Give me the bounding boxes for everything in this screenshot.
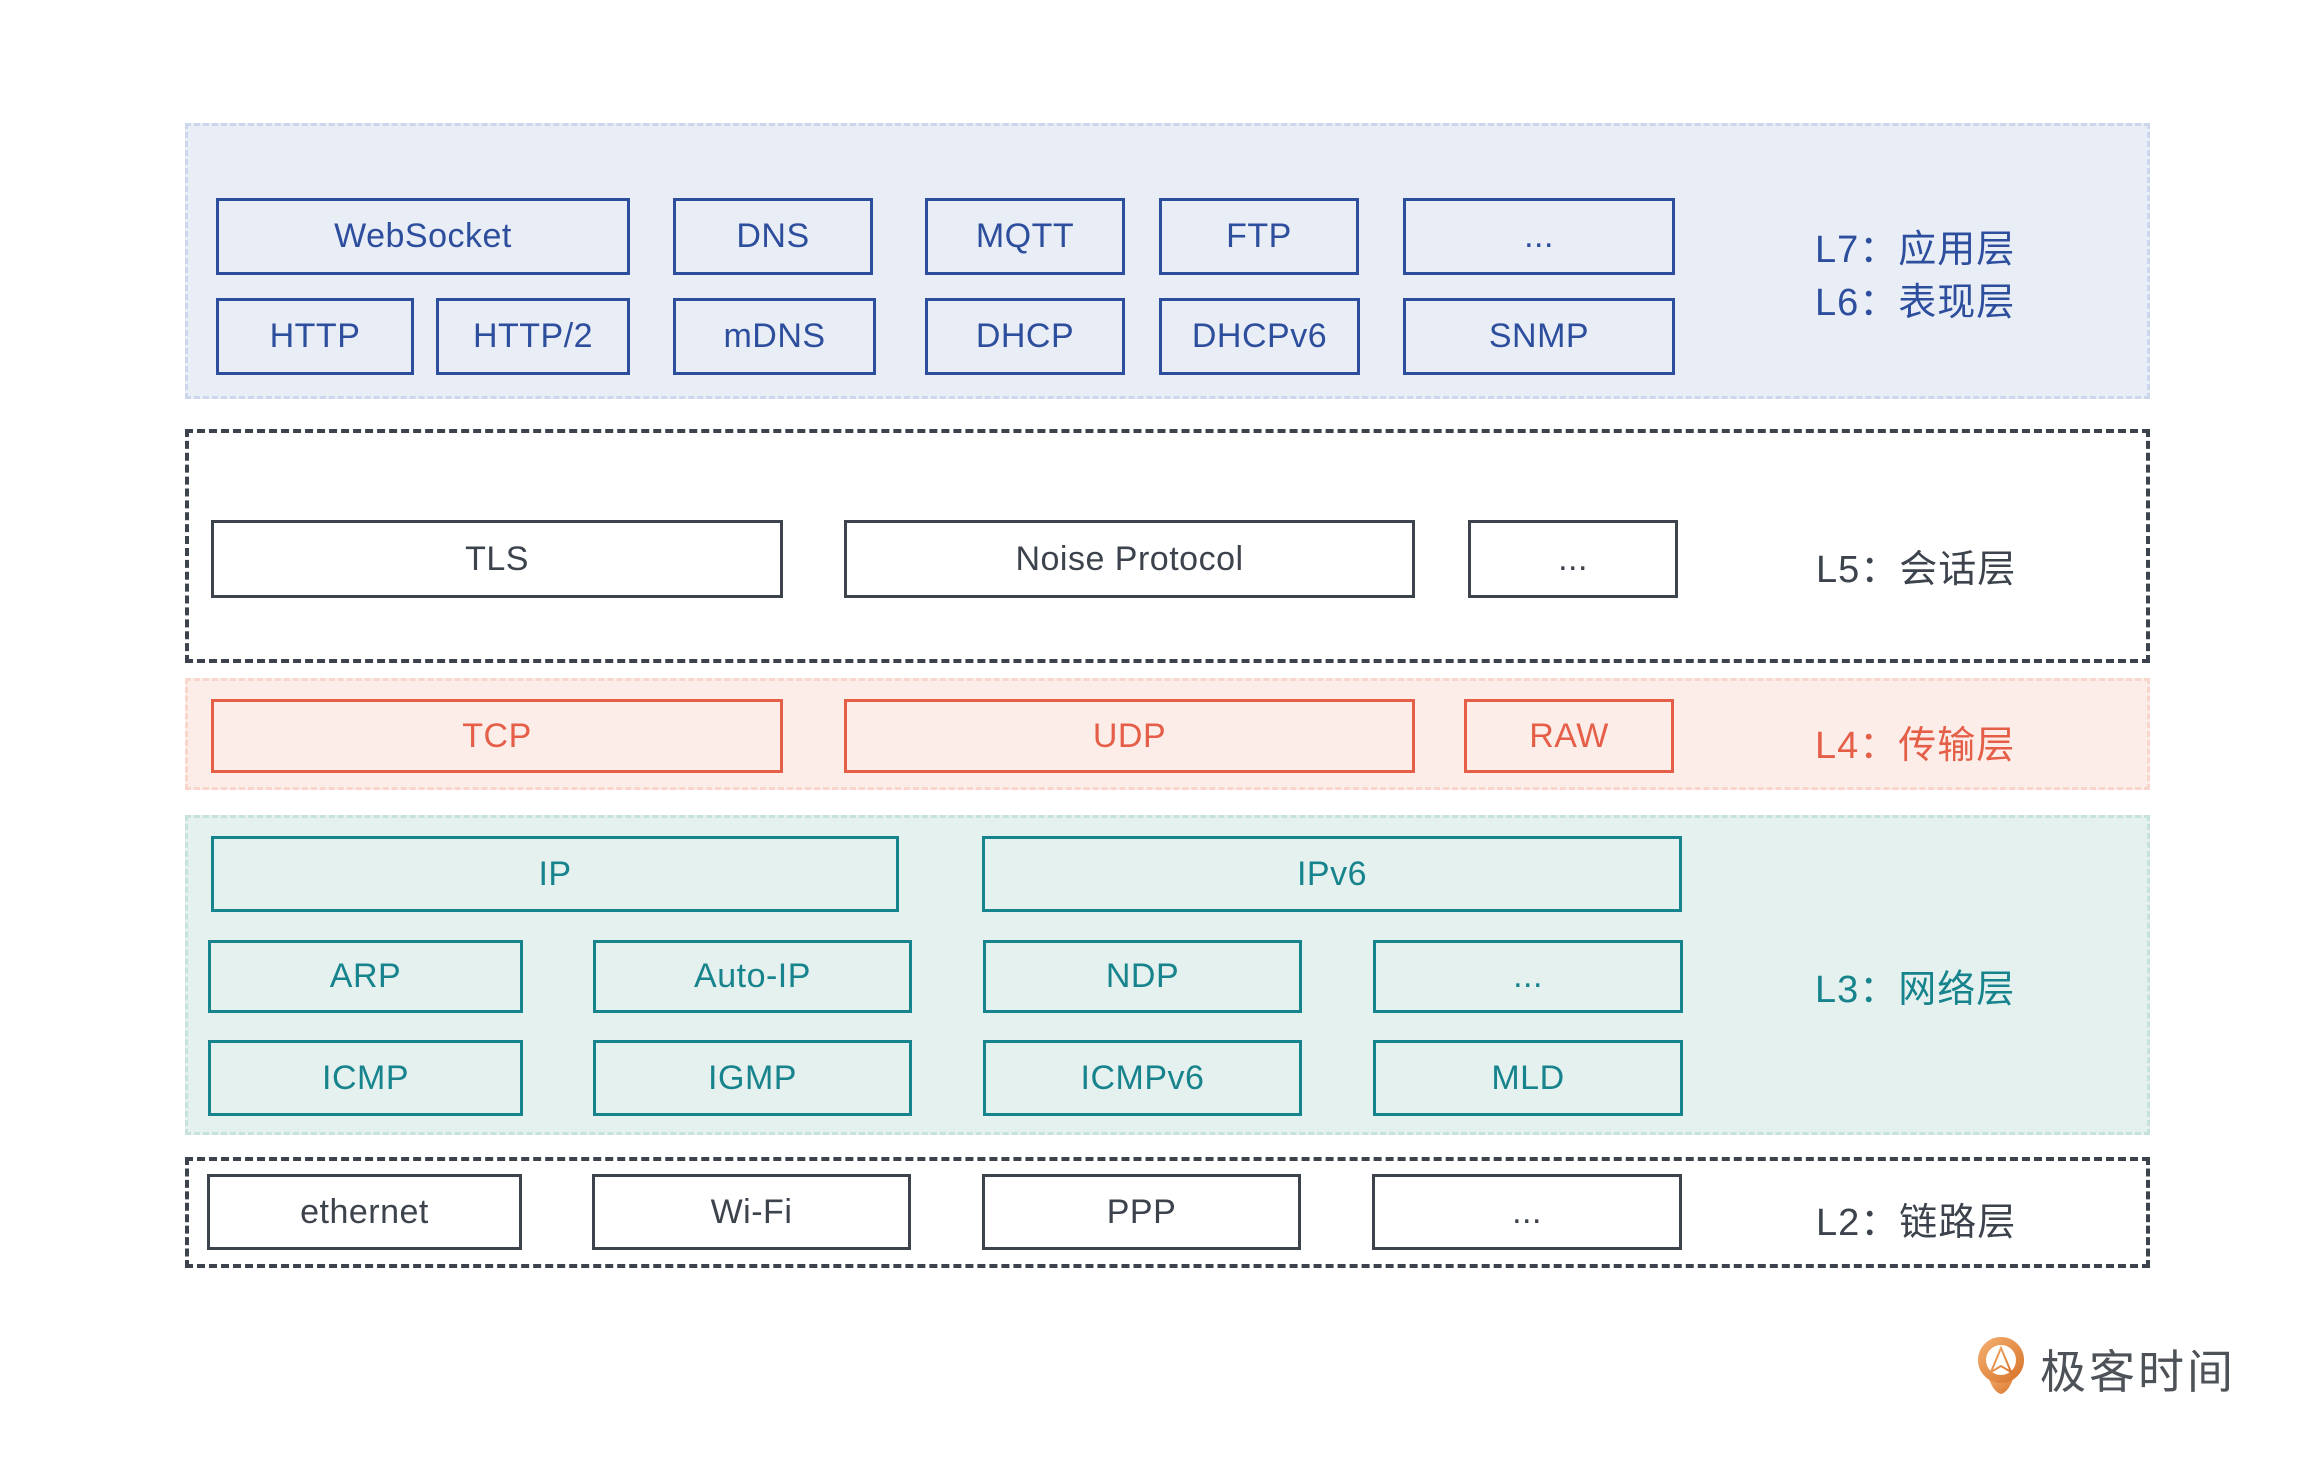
protocol-box-icmpv6: ICMPv6 (983, 1040, 1302, 1116)
protocol-box-session-more: ... (1468, 520, 1678, 598)
protocol-box-arp: ARP (208, 940, 523, 1013)
protocol-box-mqtt: MQTT (925, 198, 1125, 275)
geektime-logo-text: 极客时间 (2040, 1346, 2236, 1398)
layer-label-l4: L4：传输层 (1815, 725, 2016, 767)
geektime-logo-icon (1978, 1337, 2024, 1394)
protocol-box-ip: IP (211, 836, 899, 912)
protocol-box-link-more: ... (1372, 1174, 1682, 1250)
protocol-box-ipv6: IPv6 (982, 836, 1682, 912)
protocol-box-icmp: ICMP (208, 1040, 523, 1116)
layer-network: IP IPv6 ARP Auto-IP NDP ... ICMP IGMP IC… (185, 815, 2150, 1135)
protocol-box-tcp: TCP (211, 699, 783, 773)
protocol-box-auto-ip: Auto-IP (593, 940, 912, 1013)
layer-link: ethernet Wi-Fi PPP ... L2：链路层 (185, 1157, 2150, 1268)
protocol-box-dhcp: DHCP (925, 298, 1125, 375)
protocol-box-http: HTTP (216, 298, 414, 375)
protocol-box-app-more: ... (1403, 198, 1675, 275)
geektime-logo: 极客时间 (1978, 1330, 2236, 1402)
protocol-box-ftp: FTP (1159, 198, 1359, 275)
layer-label-l5: L5：会话层 (1816, 549, 2017, 591)
protocol-box-igmp: IGMP (593, 1040, 912, 1116)
protocol-box-network-more: ... (1373, 940, 1683, 1013)
layer-label-l7: L7：应用层 (1815, 229, 2016, 271)
protocol-box-ethernet: ethernet (207, 1174, 522, 1250)
layer-transport: TCP UDP RAW L4：传输层 (185, 678, 2150, 790)
layer-label-l3: L3：网络层 (1815, 969, 2016, 1011)
protocol-box-snmp: SNMP (1403, 298, 1675, 375)
protocol-box-mld: MLD (1373, 1040, 1683, 1116)
layer-label-l6: L6：表现层 (1815, 282, 2016, 324)
layer-label-l2: L2：链路层 (1816, 1202, 2017, 1244)
protocol-box-noise-protocol: Noise Protocol (844, 520, 1415, 598)
protocol-box-mdns: mDNS (673, 298, 876, 375)
layer-session: TLS Noise Protocol ... L5：会话层 (185, 429, 2150, 663)
protocol-box-wifi: Wi-Fi (592, 1174, 911, 1250)
protocol-box-dns: DNS (673, 198, 873, 275)
protocol-box-udp: UDP (844, 699, 1415, 773)
protocol-box-websocket: WebSocket (216, 198, 630, 275)
protocol-box-ndp: NDP (983, 940, 1302, 1013)
protocol-box-ppp: PPP (982, 1174, 1301, 1250)
protocol-box-http2: HTTP/2 (436, 298, 630, 375)
protocol-box-tls: TLS (211, 520, 783, 598)
layer-application: WebSocket DNS MQTT FTP ... HTTP HTTP/2 m… (185, 123, 2150, 399)
protocol-box-dhcpv6: DHCPv6 (1159, 298, 1360, 375)
protocol-box-raw: RAW (1464, 699, 1674, 773)
